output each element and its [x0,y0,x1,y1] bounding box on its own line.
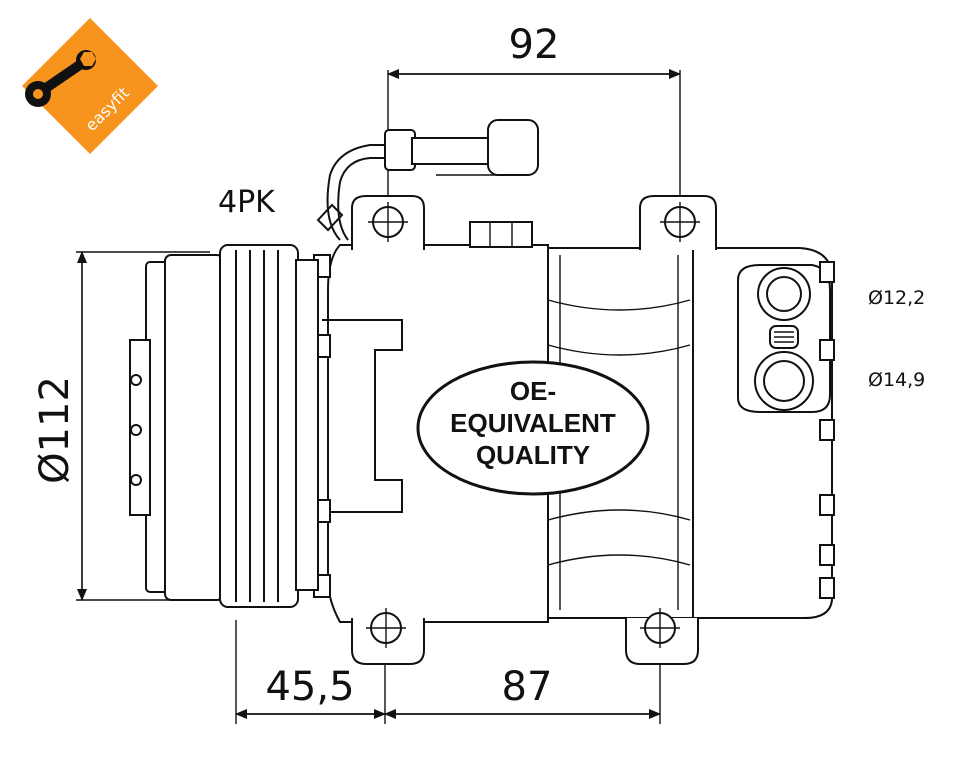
dimension-width-label: 92 [509,22,560,68]
badge-line-1: OE- [510,376,556,406]
port-large-label: Ø14,9 [868,369,925,391]
port-small-label: Ø12,2 [868,287,925,309]
wrench-icon [25,50,96,107]
badge-line-2: EQUIVALENT [450,408,616,438]
belt-type-label: 4PK [218,185,276,220]
dimension-diameter-label: Ø112 [32,376,78,484]
dimension-bottom: 45,5 87 [235,620,661,724]
electrical-connector [316,119,539,241]
logo-diamond [22,18,158,154]
dimension-offset-label: 45,5 [265,664,354,710]
pulley-assembly [129,244,319,608]
badge-line-3: QUALITY [476,440,590,470]
dimension-left: Ø112 [32,251,210,601]
refrigerant-ports [754,267,814,411]
dimension-spacing-label: 87 [502,664,553,710]
easyfit-logo: easyfit [22,18,158,154]
oe-equivalent-badge: OE- EQUIVALENT QUALITY [416,360,650,496]
